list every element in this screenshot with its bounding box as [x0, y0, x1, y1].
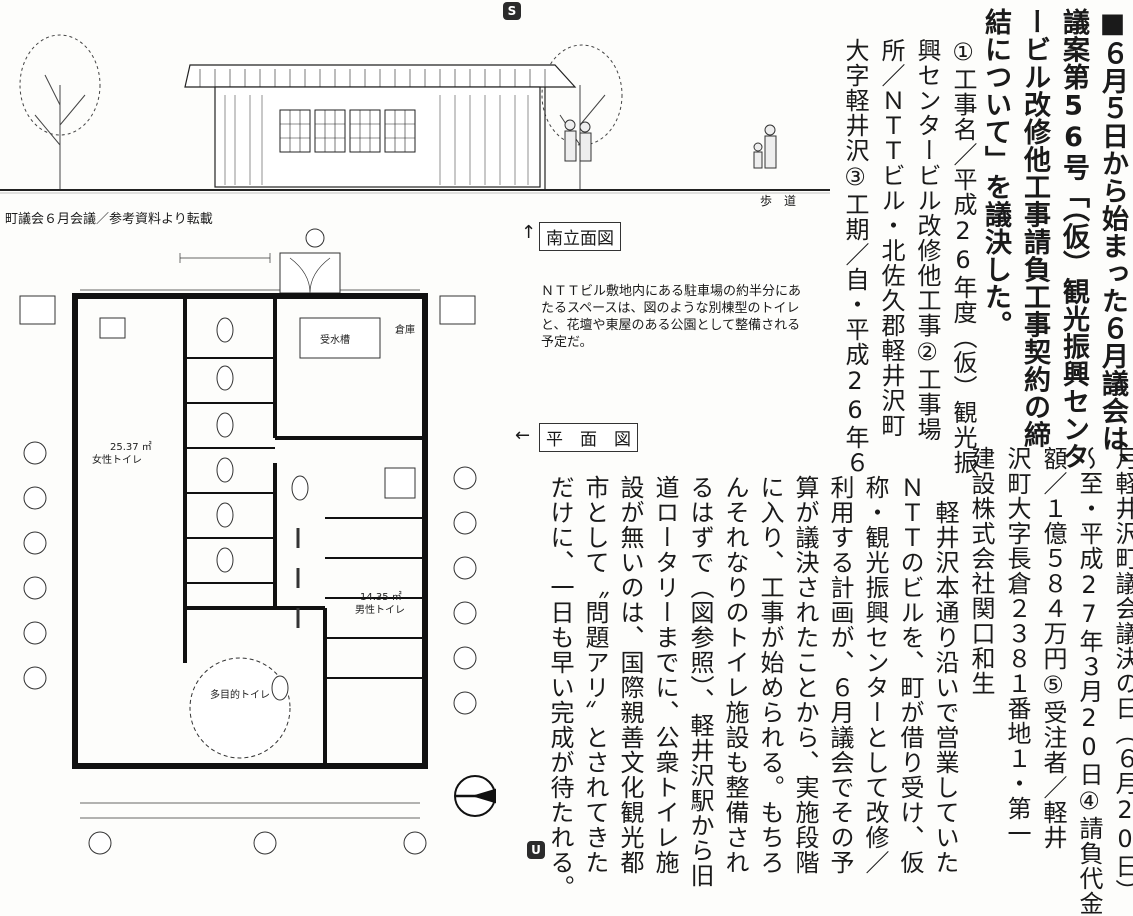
- body-line: んそれなりのトイレ施設も整備され: [721, 475, 749, 875]
- body-line: 道ロータリーまでに、公衆トイレ施: [651, 475, 679, 875]
- heading-line: ■６月５日から始まった６月議会は、: [1097, 8, 1128, 480]
- room-label-storage: 倉庫: [395, 323, 415, 336]
- room-label-mens: 男性トイレ: [355, 603, 405, 616]
- body-line: 算が議決されたことから、実施段階: [791, 475, 819, 875]
- source-caption: 町議会６月会議／参考資料より転載: [5, 212, 213, 227]
- people-illustration: [564, 119, 777, 169]
- south-elevation-label: 南立面図: [539, 222, 621, 251]
- contract-details-top: ①工事名／平成26年度（仮）観光振 興センタービル改修他工事②工事場 所／ＮＴＴ…: [840, 38, 978, 475]
- heading-line: 議案第56号「（仮）観光振興センタ: [1058, 8, 1089, 470]
- body-line: 利用する計画が、６月議会でその予: [826, 475, 854, 875]
- body-line: 市として〝問題アリ〟とされてきた: [581, 475, 609, 875]
- north-arrow-icon: [454, 775, 496, 817]
- floor-plan-arrow: ←: [515, 425, 531, 446]
- heading-line: ービル改修他工事請負工事契約の締: [1019, 8, 1050, 448]
- contract-details-bottom: 月軽井沢町議会議決の日（６月20日） ～至・平成27年３月20日④請負代金 額／…: [966, 446, 1133, 916]
- room-area-mens: 14.35 ㎡: [360, 591, 402, 603]
- heading-line: 結について」を議決した。: [980, 8, 1011, 338]
- room-label-tank: 受水槽: [320, 333, 350, 346]
- body-line: 称・観光振興センターとして改修／: [861, 475, 889, 875]
- body-line: に入り、工事が始められる。もちろ: [756, 475, 784, 875]
- page-marker-top: S: [503, 2, 521, 20]
- article-body: 軽井沢本通り沿いで営業していた ＮＴＴのビルを、町が借り受け、仮 称・観光振興セ…: [545, 475, 960, 900]
- floor-plan-label: 平 面 図: [539, 423, 638, 452]
- body-line: ＮＴＴのビルを、町が借り受け、仮: [896, 475, 924, 875]
- body-line: 設が無いのは、国際親善文化観光都: [616, 475, 644, 875]
- article-heading: ■６月５日から始まった６月議会は、 議案第56号「（仮）観光振興センタ ービル改…: [980, 8, 1128, 480]
- building-outline: [72, 293, 428, 769]
- plan-caption: ＮＴＴビル敷地内にある駐車場の約半分にあたるスペースは、図のような別棟型のトイレ…: [541, 284, 802, 350]
- body-line: るはずで（図参照）、軽井沢駅から旧: [686, 475, 714, 888]
- detail-line: 月軽井沢町議会議決の日（６月20日）: [1111, 446, 1133, 904]
- sidewalk-label: 歩 道: [760, 194, 797, 208]
- detail-line: 沢町大字長倉２３８１番地１・第一: [1003, 446, 1031, 846]
- south-elevation-drawing: [0, 34, 830, 194]
- detail-line: ～至・平成27年３月20日④請負代金: [1075, 446, 1103, 916]
- room-area-womens: 25.37 ㎡: [110, 441, 152, 453]
- page-marker-bottom: U: [527, 841, 545, 859]
- detail-line: ①工事名／平成26年度（仮）観光振: [949, 38, 977, 475]
- body-line: だけに、一日も早い完成が待たれる。: [546, 475, 574, 900]
- detail-line: 所／ＮＴＴビル・北佐久郡軽井沢町: [877, 38, 905, 438]
- south-elevation-arrow: ↑: [521, 222, 537, 243]
- detail-line: 額／１億５８４万円⑤受注者／軽井: [1039, 446, 1067, 850]
- detail-line: 興センタービル改修他工事②工事場: [913, 38, 941, 442]
- detail-line: 大字軽井沢③工期／自・平成26年６: [841, 38, 869, 475]
- floor-plan-drawing: 女性トイレ 25.37 ㎡ 男性トイレ 14.35 ㎡ 多目的トイレ 倉庫 受水…: [19, 228, 496, 855]
- tree-illustration-left: [19, 34, 101, 190]
- detail-line: 建設株式会社関口和生: [967, 446, 995, 696]
- room-label-multi: 多目的トイレ: [210, 688, 270, 701]
- building-body: [214, 86, 546, 190]
- body-line: 軽井沢本通り沿いで営業していた: [931, 475, 959, 875]
- building-roof: [184, 64, 577, 88]
- room-label-womens: 女性トイレ: [92, 453, 142, 466]
